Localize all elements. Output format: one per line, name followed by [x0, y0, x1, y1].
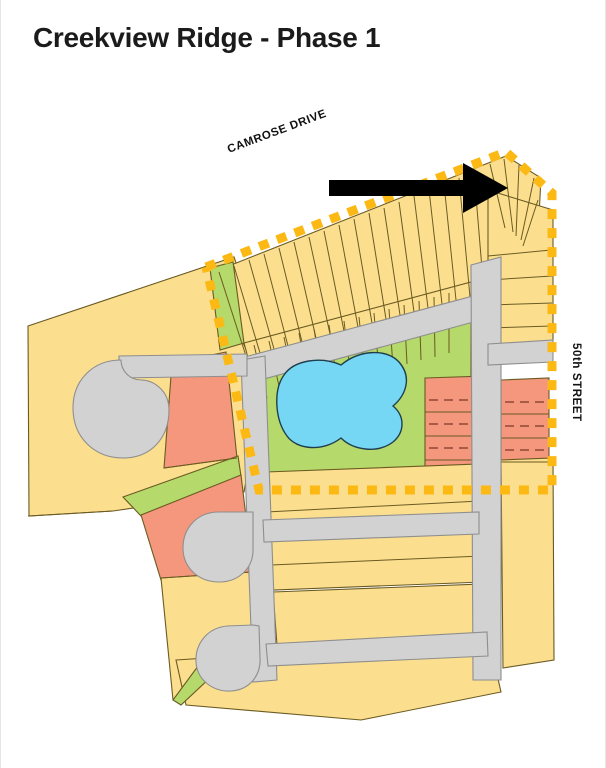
label-camrose-drive: CAMROSE DRIVE [226, 108, 328, 156]
road-south-cul-de-sac[interactable] [195, 624, 261, 692]
parcel-south-east-strip[interactable] [500, 457, 555, 669]
direction-arrow [329, 163, 508, 213]
subdivision-plan-map[interactable]: CAMROSE DRIVE 50th STREET [1, 60, 606, 768]
road-50th-street-internal[interactable] [470, 256, 502, 681]
label-50th-street: 50th STREET [570, 343, 582, 422]
stormwater-pond[interactable] [276, 351, 408, 450]
road-east-spur[interactable] [487, 339, 554, 366]
road-south-arterial-b[interactable] [265, 631, 489, 667]
road-network[interactable] [72, 256, 554, 692]
page-title: Creekview Ridge - Phase 1 [33, 22, 381, 53]
road-southwest-cul-de-sac[interactable] [182, 511, 254, 583]
road-northwest-cul-de-sac[interactable] [72, 359, 170, 459]
plan-svg[interactable]: CAMROSE DRIVE 50th STREET [1, 60, 606, 768]
road-south-arterial-a[interactable] [262, 511, 480, 543]
phase-1-boundary[interactable] [201, 146, 557, 495]
